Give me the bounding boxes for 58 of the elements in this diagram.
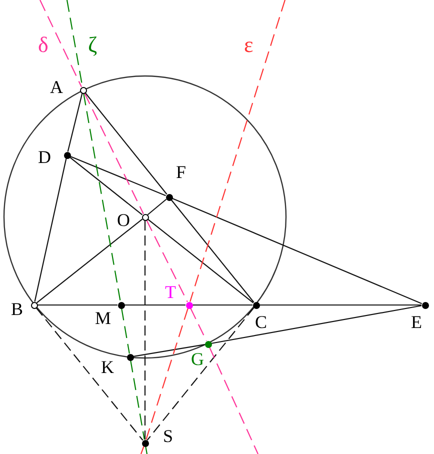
line-segment — [67, 93, 83, 152]
line-segment — [38, 304, 118, 306]
line-segment — [260, 304, 422, 306]
dashed-line — [146, 308, 188, 440]
point — [252, 302, 260, 308]
point — [142, 214, 148, 220]
dashed-line — [36, 307, 144, 441]
dashed-line — [40, 0, 82, 88]
line-segment — [192, 304, 252, 306]
dashed-line — [144, 220, 146, 440]
point-label: C — [255, 313, 268, 331]
line-segment — [69, 156, 143, 216]
point — [204, 340, 212, 348]
point-label: S — [163, 427, 174, 445]
dashed-line — [208, 346, 258, 454]
dashed-line — [130, 360, 145, 440]
point — [186, 302, 192, 308]
line-segment — [133, 344, 205, 357]
point-label: O — [117, 211, 130, 229]
point — [126, 354, 134, 360]
point-label: M — [95, 309, 112, 327]
point — [142, 440, 148, 446]
line-label: ε — [244, 34, 254, 56]
dashed-line — [121, 308, 130, 354]
point — [64, 152, 70, 158]
dashed-line — [146, 220, 188, 302]
dashed-line — [190, 308, 207, 342]
point-label: B — [11, 300, 24, 318]
line-segment — [34, 158, 67, 302]
point-label: E — [411, 313, 422, 331]
line-segment — [70, 156, 166, 196]
line-segment — [211, 305, 422, 344]
point — [422, 302, 428, 308]
point-label: D — [38, 148, 51, 166]
point-label: G — [191, 350, 204, 368]
dashed-line — [146, 307, 254, 441]
line-segment — [124, 304, 186, 306]
line-segment — [170, 199, 254, 303]
point — [118, 302, 124, 308]
point-label: K — [101, 358, 114, 376]
dashed-line — [140, 446, 144, 454]
line-segment — [147, 218, 254, 304]
point-label: A — [50, 78, 63, 96]
line-label: ζ — [88, 34, 98, 56]
dashed-line — [145, 446, 148, 454]
line-segment — [36, 218, 143, 304]
point — [166, 194, 172, 200]
line-segment — [147, 198, 167, 216]
point — [30, 302, 38, 308]
point — [80, 86, 86, 94]
line-segment — [172, 198, 422, 304]
dashed-line — [190, 0, 286, 302]
dashed-line — [83, 93, 121, 302]
line-segment — [84, 92, 168, 195]
line-label: δ — [38, 34, 48, 56]
point-label: T — [165, 283, 176, 301]
point-label: F — [176, 163, 186, 181]
dashed-line — [84, 92, 144, 214]
